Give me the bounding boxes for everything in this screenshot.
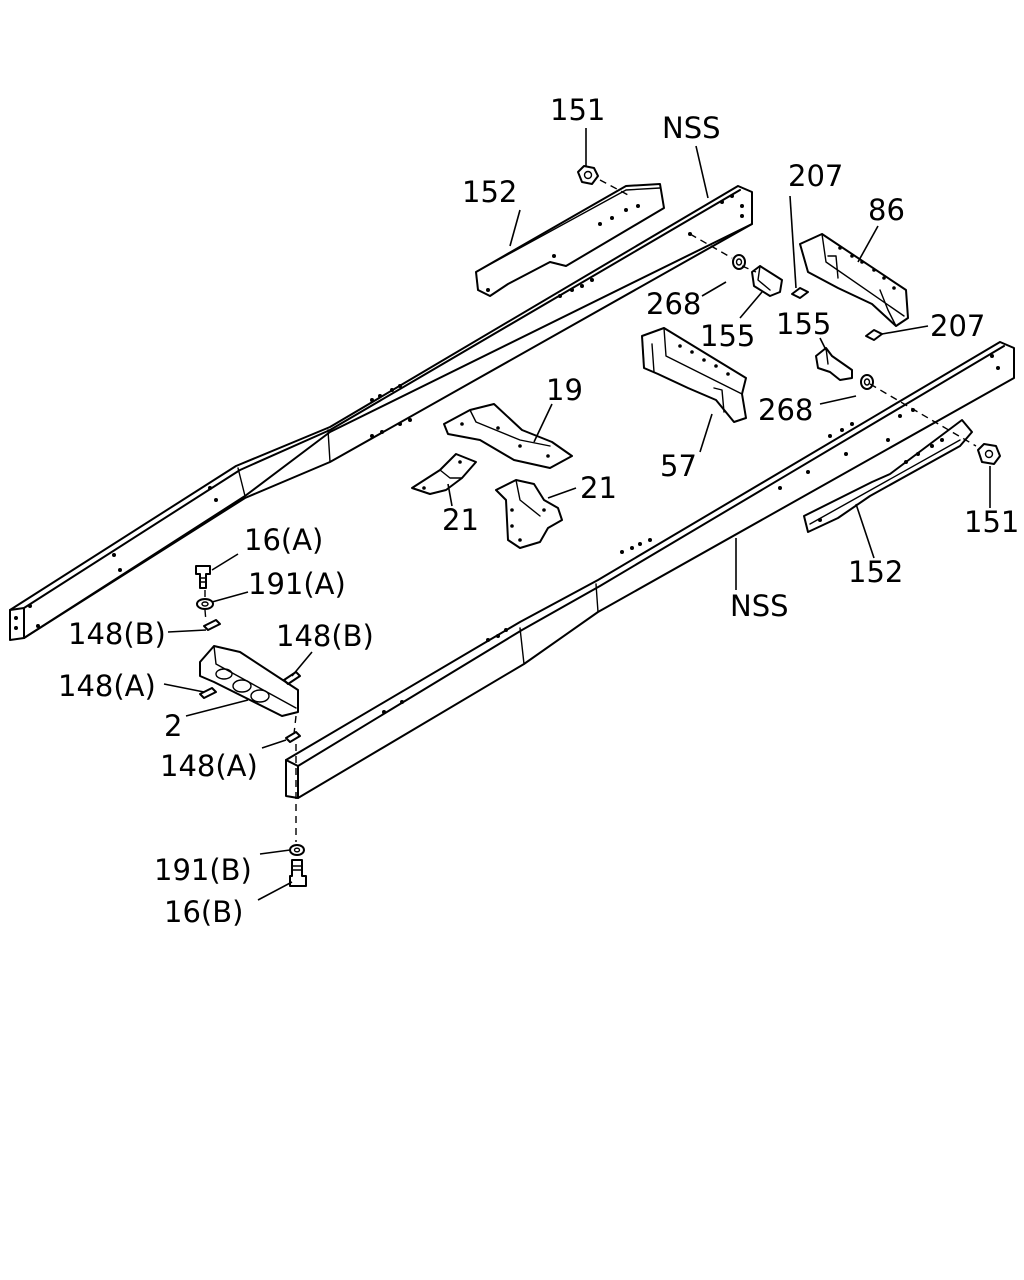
callout-148a-top: 148(A) <box>58 669 156 703</box>
reinforcement-152-top[interactable] <box>475 183 665 297</box>
callout-191a: 191(A) <box>248 567 346 601</box>
callout-57: 57 <box>660 449 697 483</box>
callout-21-right: 21 <box>580 471 617 505</box>
crossmember-86[interactable] <box>799 233 909 327</box>
callout-151-top: 151 <box>550 93 605 127</box>
bolt-155-top[interactable] <box>751 265 783 297</box>
callout-21-left: 21 <box>442 503 479 537</box>
shim-148b-right[interactable] <box>283 671 301 685</box>
bolt-155-right[interactable] <box>815 347 853 381</box>
leader-lines <box>163 128 991 901</box>
bolt-16a[interactable] <box>195 565 211 589</box>
callout-207-right: 207 <box>930 309 985 343</box>
shim-148a-bottom[interactable] <box>285 731 301 743</box>
callout-268-right: 268 <box>758 393 813 427</box>
callout-207-top: 207 <box>788 159 843 193</box>
washer-191b[interactable] <box>289 844 305 856</box>
crossmember-57[interactable] <box>641 327 747 423</box>
callout-2: 2 <box>164 709 182 743</box>
callout-148a-bottom: 148(A) <box>160 749 258 783</box>
callout-19: 19 <box>546 373 583 407</box>
shim-148b-left[interactable] <box>203 619 221 631</box>
left-side-rail[interactable] <box>9 185 753 641</box>
callout-labels: 151 152 NSS 207 86 268 155 155 207 19 26… <box>58 93 1019 929</box>
bracket-21-left[interactable] <box>411 453 477 495</box>
callout-155-top: 155 <box>700 319 755 353</box>
assembly-dash-lines <box>204 179 977 842</box>
washer-268-right[interactable] <box>860 374 874 390</box>
callout-16b: 16(B) <box>164 895 243 929</box>
washer-191a[interactable] <box>196 598 214 610</box>
nut-151-top[interactable] <box>577 165 599 185</box>
callout-148b-right: 148(B) <box>276 619 374 653</box>
callout-151-right: 151 <box>964 505 1019 539</box>
nut-151-right[interactable] <box>977 443 1001 465</box>
callout-152-top: 152 <box>462 175 517 209</box>
bracket-21-right[interactable] <box>495 479 563 549</box>
bolt-16b[interactable] <box>289 859 307 887</box>
callout-155-right: 155 <box>776 307 831 341</box>
callout-268-top: 268 <box>646 287 701 321</box>
reinforcement-152-right[interactable] <box>803 419 973 533</box>
callout-nss-top: NSS <box>662 111 721 145</box>
callout-16a: 16(A) <box>244 523 323 557</box>
callout-152-right: 152 <box>848 555 903 589</box>
callout-148b-left: 148(B) <box>68 617 166 651</box>
crossmember-2[interactable] <box>199 645 299 717</box>
callout-86: 86 <box>868 193 905 227</box>
shim-207-top[interactable] <box>791 287 809 299</box>
right-side-rail[interactable] <box>285 341 1015 799</box>
shim-148a-top[interactable] <box>199 687 217 699</box>
washer-268-top[interactable] <box>732 254 746 270</box>
callout-nss-bottom: NSS <box>730 589 789 623</box>
shim-207-right[interactable] <box>865 329 883 341</box>
callout-191b: 191(B) <box>154 853 252 887</box>
crossmember-19[interactable] <box>443 403 573 469</box>
